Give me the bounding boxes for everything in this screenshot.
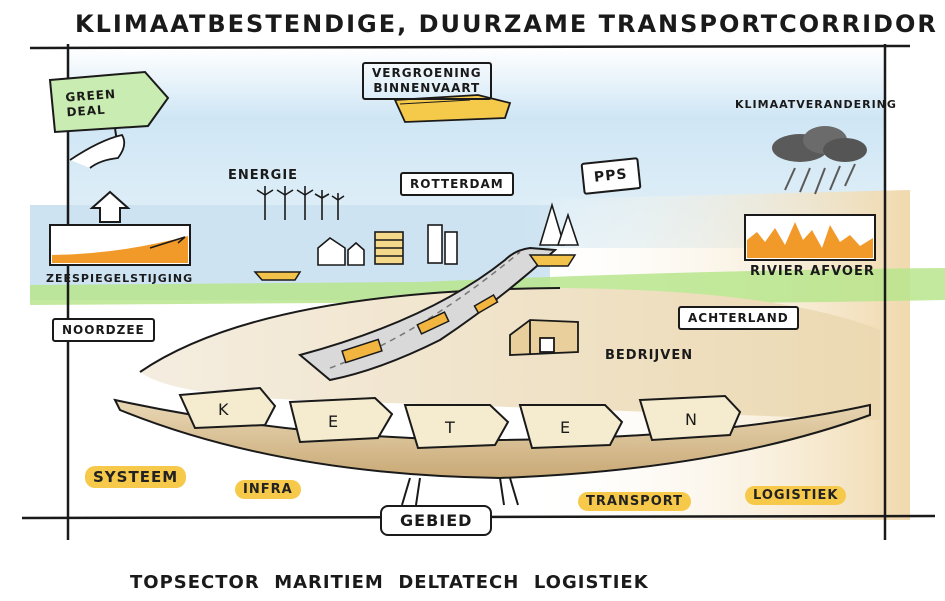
wind-turbines	[256, 186, 345, 220]
klimaatverandering-label: KLIMAATVERANDERING	[735, 98, 897, 111]
barge	[393, 94, 512, 123]
energie-label: ENERGIE	[228, 168, 299, 183]
vergroening-line2: BINNENVAART	[373, 81, 481, 95]
city	[317, 202, 580, 266]
truck	[473, 294, 499, 314]
truck	[416, 311, 450, 335]
transport-label: TRANSPORT	[578, 492, 692, 511]
footer-text: TOPSECTOR MARITIEM DELTATECH LOGISTIEK	[130, 572, 649, 593]
warehouse	[509, 319, 579, 356]
rotterdam-label: ROTTERDAM	[400, 172, 514, 196]
logistiek-label: LOGISTIEK	[745, 486, 847, 505]
keten-letter: E	[328, 412, 340, 431]
rivier-afvoer-label: RIVIER AFVOER	[750, 264, 875, 279]
noordzee-label: NOORDZEE	[52, 318, 155, 342]
keten-letter: N	[685, 410, 698, 429]
keten-letter: E	[560, 418, 572, 437]
zeespiegelstijging-label: ZEESPIEGELSTIJGING	[46, 272, 194, 285]
zeespiegel-graph	[49, 224, 191, 266]
keten-flags	[178, 386, 742, 450]
achterland-label: ACHTERLAND	[678, 306, 799, 330]
truck	[341, 338, 383, 364]
keten-letter: K	[218, 400, 230, 419]
vergroening-line1: VERGROENING	[372, 66, 482, 80]
gebied-pillars	[401, 477, 519, 506]
infra-label: INFRA	[235, 480, 301, 499]
up-arrow-icon	[89, 190, 131, 223]
rain-cloud	[772, 126, 867, 195]
pps-label: PPS	[580, 157, 642, 195]
ship	[528, 254, 577, 267]
page-title: KLIMAATBESTENDIGE, DUURZAME TRANSPORTCOR…	[75, 10, 938, 38]
ship	[253, 271, 302, 281]
keten-band	[113, 398, 871, 480]
keten-letter: T	[445, 418, 456, 437]
systeem-label: SYSTEEM	[85, 466, 187, 488]
green-deal-label: GREEN DEAL	[65, 86, 117, 120]
bedrijven-label: BEDRIJVEN	[605, 348, 694, 363]
gebied-label: GEBIED	[380, 505, 493, 536]
green-deal-sign	[48, 70, 170, 169]
rivier-afvoer-graph	[744, 214, 876, 261]
vergroening-box: VERGROENING BINNENVAART	[362, 62, 492, 100]
